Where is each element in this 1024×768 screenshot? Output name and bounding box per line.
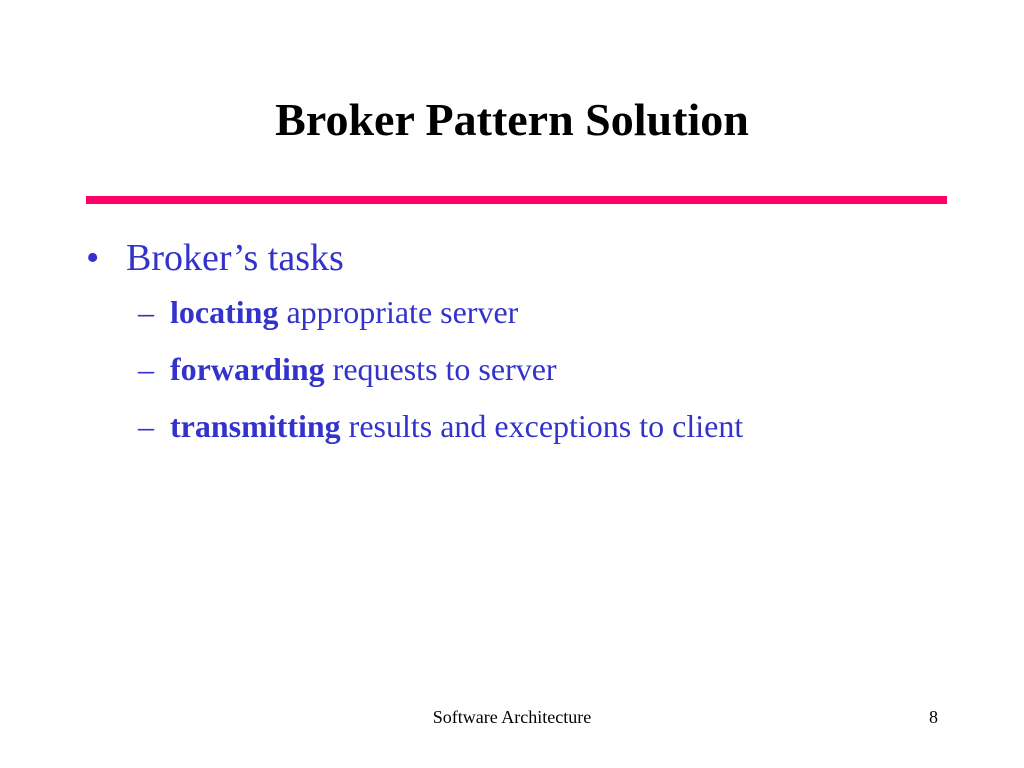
title-divider bbox=[86, 196, 947, 204]
bullet-text: Broker’s tasks bbox=[126, 237, 344, 279]
footer-text: Software Architecture bbox=[432, 707, 592, 727]
sub-bullet-text: transmitting results and exceptions to c… bbox=[170, 398, 743, 455]
bullet-list: • Broker’s tasks – locating appropriate … bbox=[86, 232, 966, 455]
sub-bullet-item: – locating appropriate server bbox=[86, 284, 966, 341]
slide-title: Broker Pattern Solution bbox=[275, 94, 749, 145]
sub-bullet-text: locating appropriate server bbox=[170, 284, 518, 341]
sub-bullet-item: – forwarding requests to server bbox=[86, 341, 966, 398]
sub-bullet-keyword: transmitting bbox=[170, 408, 341, 444]
bullet-marker: • bbox=[86, 237, 100, 279]
dash-marker: – bbox=[138, 408, 154, 444]
sub-bullet-list: – locating appropriate server – forwardi… bbox=[86, 284, 966, 455]
sub-bullet-keyword: locating bbox=[170, 294, 279, 330]
sub-bullet-keyword: forwarding bbox=[170, 351, 325, 387]
bullet-item: • Broker’s tasks – locating appropriate … bbox=[86, 232, 966, 455]
dash-marker: – bbox=[138, 351, 154, 387]
sub-bullet-text: forwarding requests to server bbox=[170, 341, 557, 398]
dash-marker: – bbox=[138, 294, 154, 330]
bullet-line: • Broker’s tasks bbox=[86, 232, 966, 284]
sub-bullet-item: – transmitting results and exceptions to… bbox=[86, 398, 966, 455]
page-number: 8 bbox=[929, 707, 938, 727]
sub-bullet-rest: results and exceptions to client bbox=[340, 408, 744, 444]
sub-bullet-rest: appropriate server bbox=[278, 294, 519, 330]
sub-bullet-rest: requests to server bbox=[324, 351, 557, 387]
